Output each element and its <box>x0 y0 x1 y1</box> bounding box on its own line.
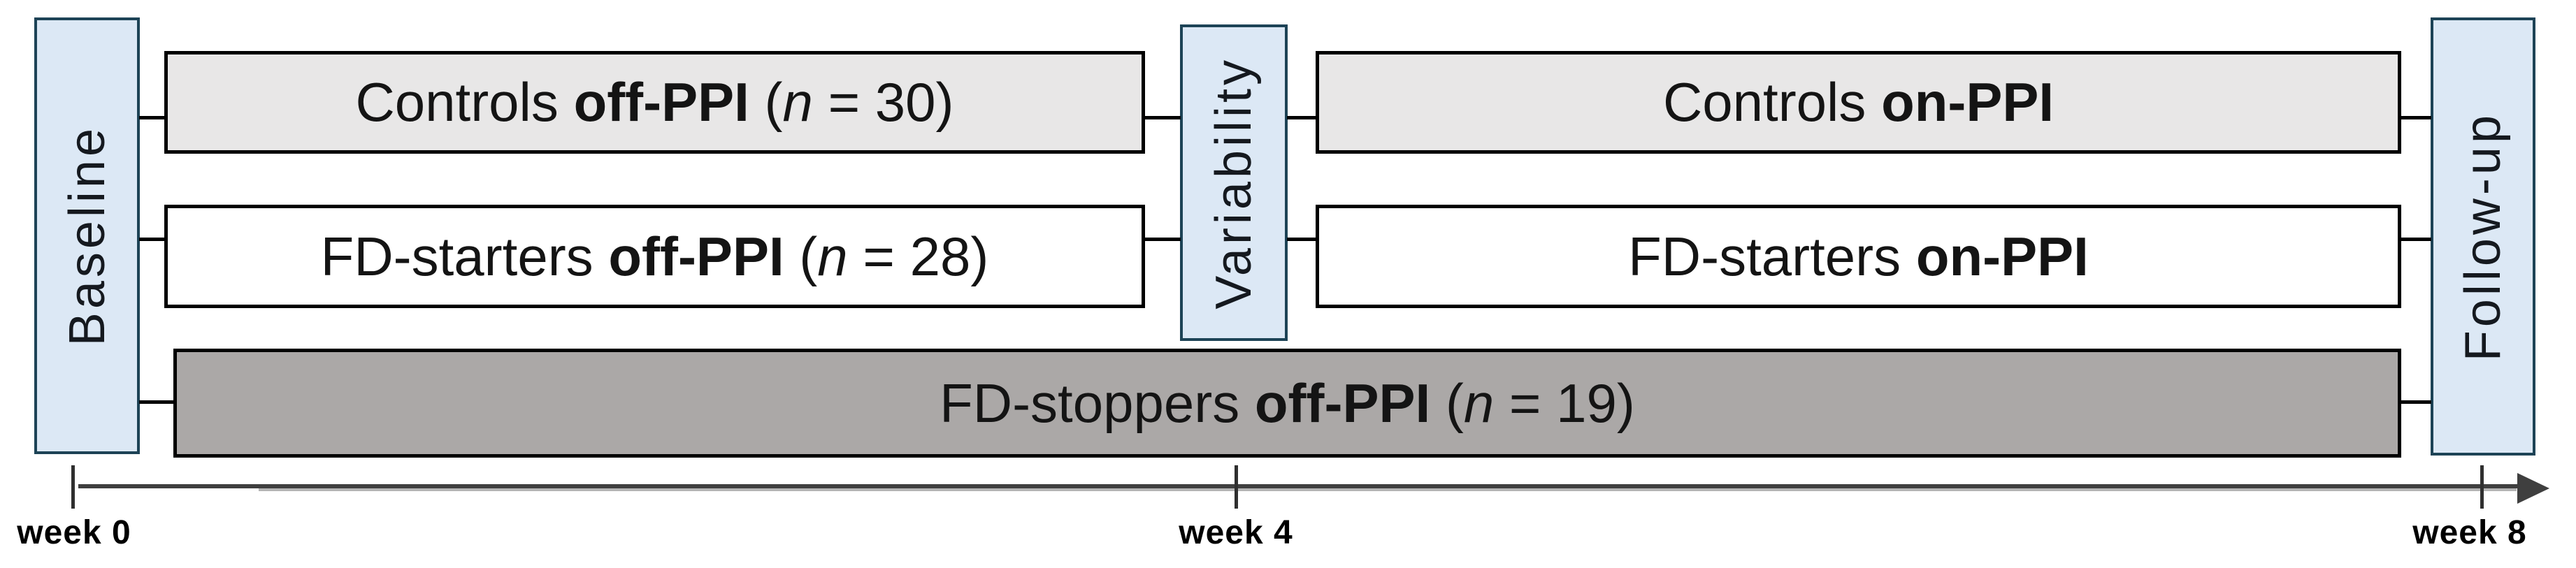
tick-week-4 <box>1235 465 1238 509</box>
connector-controls-off-variability <box>1144 116 1181 119</box>
tick-label-week-4: week 4 <box>1179 514 1293 551</box>
arm-label-controls-on-ppi: Controls on-PPI <box>1662 71 2055 133</box>
phase-box-followup: Follow-up <box>2431 17 2535 456</box>
arm-box-controls-on-ppi: Controls on-PPI <box>1316 51 2401 154</box>
phase-box-variability: Variability <box>1180 24 1288 341</box>
connector-fd-starters-off-variability <box>1144 238 1181 241</box>
phase-box-baseline: Baseline <box>34 17 140 454</box>
arm-box-controls-off-ppi: Controls off-PPI (n = 30) <box>164 51 1145 154</box>
connector-controls-on-followup <box>2401 116 2431 119</box>
connector-baseline-controls-off <box>139 116 165 119</box>
timeline-axis <box>78 484 2521 488</box>
connector-variability-fd-starters-on <box>1287 238 1316 241</box>
phase-label-variability: Variability <box>1206 56 1262 310</box>
arm-label-controls-off-ppi: Controls off-PPI (n = 30) <box>355 71 954 133</box>
tick-label-week-0: week 0 <box>17 514 131 551</box>
arm-label-fd-starters-off-ppi: FD-starters off-PPI (n = 28) <box>320 225 989 287</box>
connector-variability-controls-on <box>1287 116 1316 119</box>
timeline-arrowhead-icon <box>2517 473 2549 504</box>
phase-label-baseline: Baseline <box>59 125 115 347</box>
connector-baseline-fd-starters-off <box>139 238 165 241</box>
arm-box-fd-starters-on-ppi: FD-starters on-PPI <box>1316 205 2401 308</box>
timeline-axis-shadow <box>259 488 2517 491</box>
arm-box-fd-stoppers-off-ppi: FD-stoppers off-PPI (n = 19) <box>173 349 2401 458</box>
tick-week-0 <box>71 465 75 509</box>
phase-label-followup: Follow-up <box>2455 111 2511 362</box>
arm-label-fd-stoppers-off-ppi: FD-stoppers off-PPI (n = 19) <box>940 372 1635 434</box>
connector-fd-starters-on-followup <box>2401 238 2431 241</box>
arm-box-fd-starters-off-ppi: FD-starters off-PPI (n = 28) <box>164 205 1145 308</box>
connector-baseline-fd-stoppers <box>139 400 174 404</box>
tick-label-week-8: week 8 <box>2412 514 2527 551</box>
arm-label-fd-starters-on-ppi: FD-starters on-PPI <box>1628 225 2089 287</box>
tick-week-8 <box>2480 465 2484 509</box>
connector-fd-stoppers-followup <box>2401 400 2431 404</box>
